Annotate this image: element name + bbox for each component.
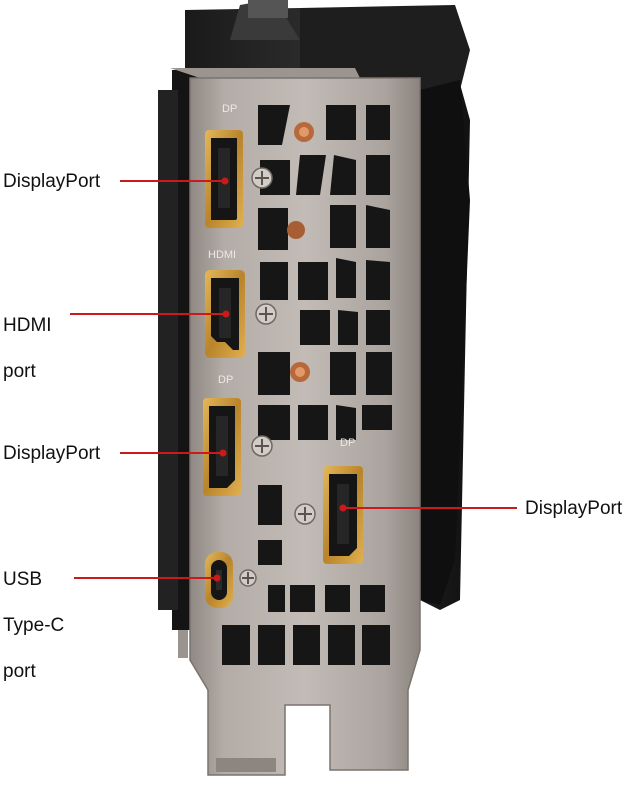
leader-dot-hdmi (222, 310, 230, 318)
leader-dot-dp-middle (219, 449, 227, 457)
callout-usb-type-c-port: USB Type-C port (3, 545, 64, 706)
bracket-screws (239, 167, 316, 587)
svg-text:DP: DP (222, 103, 237, 115)
svg-text:DP: DP (218, 374, 233, 386)
svg-text:DP: DP (340, 437, 355, 449)
callout-usbc-line-3: port (3, 661, 36, 682)
callout-hdmi-line-1: HDMI (3, 315, 52, 336)
callout-hdmi-line-2: port (3, 361, 36, 382)
callout-usbc-line-1: USB (3, 569, 43, 590)
port-markings: DP HDMI DP DP (208, 103, 355, 449)
svg-text:HDMI: HDMI (208, 249, 236, 261)
vent-cutouts (222, 105, 392, 665)
leader-lines (70, 177, 517, 582)
leader-dot-dp-top (221, 177, 229, 185)
leader-dot-usbc (213, 574, 221, 582)
callout-hdmi-port: HDMI port (3, 291, 52, 406)
heatpipes (287, 122, 314, 382)
displayport-right (323, 466, 363, 564)
callout-displayport-top: DisplayPort (3, 171, 101, 192)
callout-displayport-right: DisplayPort (525, 498, 623, 519)
callout-usbc-line-2: Type-C (3, 615, 65, 636)
callout-displayport-middle: DisplayPort (3, 443, 101, 464)
leader-dot-dp-right (339, 504, 347, 512)
displayport-middle (203, 398, 241, 496)
